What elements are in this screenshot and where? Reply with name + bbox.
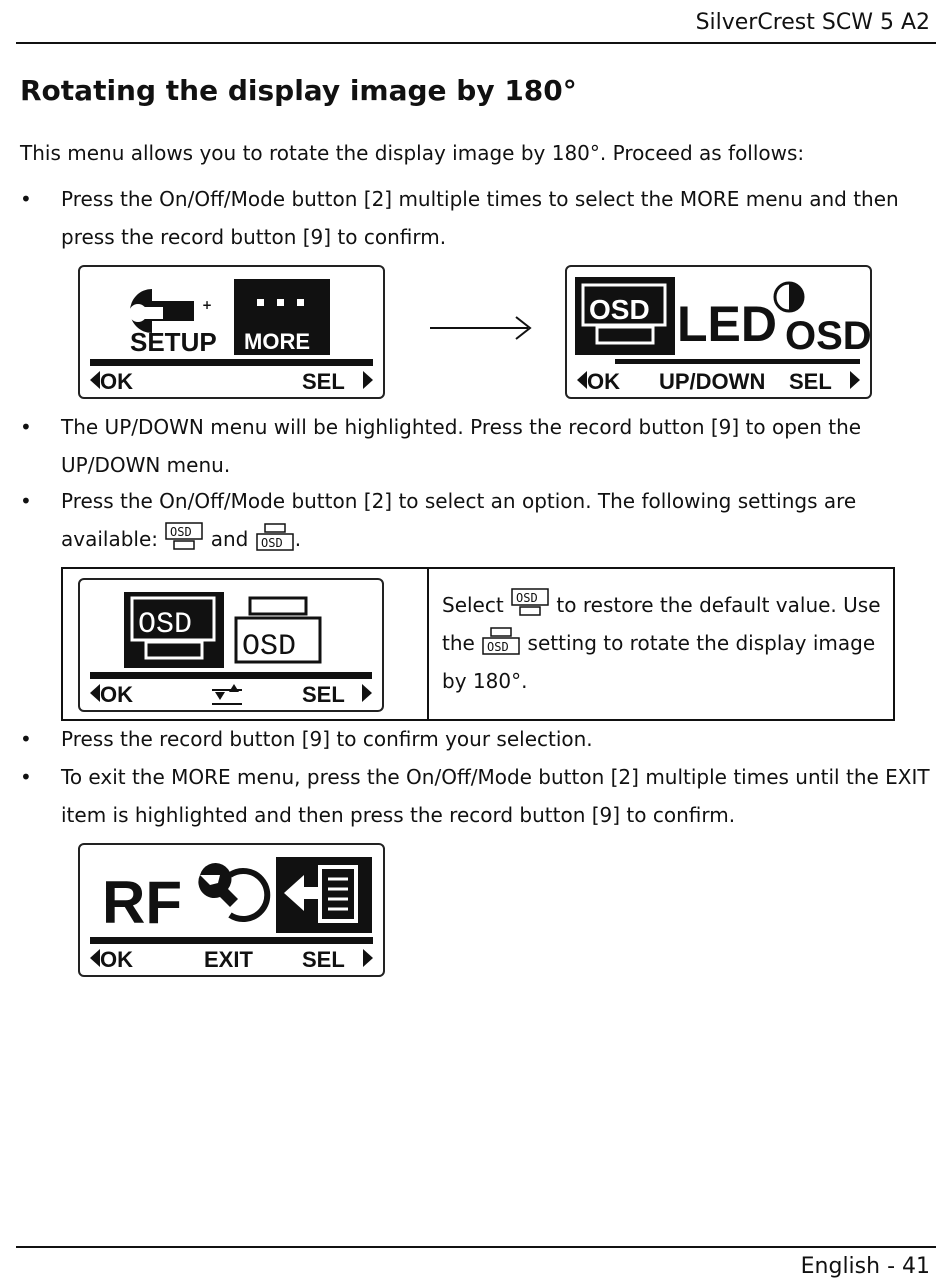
svg-text:OSD: OSD bbox=[242, 630, 296, 664]
svg-text:OSD: OSD bbox=[487, 640, 509, 654]
key-icon: + bbox=[129, 289, 212, 333]
list-item-text-line: Press the On/Off/Mode button [2] to sele… bbox=[61, 489, 857, 513]
exit-label: EXIT bbox=[204, 947, 253, 972]
list-item: • Press the On/Off/Mode button [2] to se… bbox=[20, 482, 920, 562]
rf-label: RF bbox=[102, 869, 182, 936]
table-divider bbox=[427, 569, 429, 719]
osd-default-icon: OSD bbox=[581, 283, 667, 345]
ok-label: OK bbox=[100, 947, 133, 972]
lcd-screen-more-menu: + SETUP MORE OK SEL bbox=[78, 265, 385, 399]
right-arrow-icon bbox=[363, 371, 373, 389]
sel-label: SEL bbox=[302, 369, 345, 394]
more-highlight bbox=[234, 279, 330, 355]
left-arrow-icon bbox=[90, 949, 100, 967]
bullet-dot: • bbox=[20, 727, 32, 751]
setup-label: SETUP bbox=[130, 327, 217, 357]
header-rule bbox=[16, 42, 936, 44]
available-label: available: bbox=[61, 527, 159, 551]
updown-icon bbox=[212, 684, 242, 705]
led-label: LED bbox=[677, 296, 777, 352]
osd-rotated-icon: OSD bbox=[482, 627, 520, 655]
option-highlight bbox=[124, 592, 224, 668]
bullet-dot: • bbox=[20, 765, 32, 789]
updown-label: UP/DOWN bbox=[659, 369, 765, 394]
list-item: • The UP/DOWN menu will be highlighted. … bbox=[20, 408, 920, 484]
footer-rule bbox=[16, 1246, 936, 1248]
osd-default-icon: OSD bbox=[511, 588, 549, 616]
sel-label: SEL bbox=[302, 947, 345, 972]
osd-default-icon: OSD bbox=[130, 596, 216, 660]
section-title: Rotating the display image by 180° bbox=[20, 74, 577, 107]
list-item-text: Press the On/Off/Mode button [2] multipl… bbox=[61, 187, 899, 249]
svg-text:OSD: OSD bbox=[516, 591, 538, 605]
progress-bar bbox=[615, 359, 860, 364]
ok-label: OK bbox=[100, 369, 133, 394]
use-text: the bbox=[442, 631, 475, 655]
list-item: • To exit the MORE menu, press the On/Of… bbox=[20, 758, 930, 834]
right-arrow-icon bbox=[362, 684, 372, 702]
lcd-screen-updown-menu: OSD LED OSD OK UP/DOWN SEL bbox=[565, 265, 872, 399]
page-number: English - 41 bbox=[800, 1254, 930, 1279]
bullet-dot: • bbox=[20, 489, 32, 513]
running-header: SilverCrest SCW 5 A2 bbox=[695, 10, 930, 35]
arrow-right-icon bbox=[430, 316, 532, 340]
list-item-text: The UP/DOWN menu will be highlighted. Pr… bbox=[61, 415, 862, 477]
svg-text:+: + bbox=[202, 298, 212, 312]
contrast-icon bbox=[773, 281, 805, 313]
svg-text:OSD: OSD bbox=[138, 608, 192, 642]
left-arrow-icon bbox=[577, 371, 587, 389]
period: . bbox=[294, 527, 302, 551]
sel-label: SEL bbox=[789, 369, 832, 394]
exit-icon bbox=[284, 865, 358, 923]
lcd-screen-rotate-menu: OSD OSD OK SEL bbox=[78, 578, 384, 712]
bullet-dot: • bbox=[20, 187, 32, 211]
progress-bar bbox=[90, 359, 373, 366]
right-arrow-icon bbox=[850, 371, 860, 389]
osd-rotated-icon: OSD bbox=[255, 523, 294, 551]
svg-text:OSD: OSD bbox=[261, 536, 283, 550]
osd-default-icon: OSD bbox=[165, 522, 204, 550]
ok-label: OK bbox=[587, 369, 620, 394]
more-label: MORE bbox=[244, 329, 310, 354]
left-arrow-icon bbox=[90, 371, 100, 389]
osd-label: OSD bbox=[785, 314, 870, 358]
bullet-dot: • bbox=[20, 415, 32, 439]
use-text-cont: setting to rotate the display image bbox=[527, 631, 876, 655]
more-dots-icon bbox=[257, 299, 304, 306]
select-text-cont: to restore the default value. Use bbox=[556, 593, 881, 617]
svg-text:OSD: OSD bbox=[170, 525, 192, 539]
osd-rotated-icon: OSD bbox=[234, 596, 322, 664]
select-text: Select bbox=[442, 593, 504, 617]
list-item-text: Press the On/Off/Mode button [2] to sele… bbox=[61, 482, 931, 558]
left-arrow-icon bbox=[90, 684, 100, 702]
right-arrow-icon bbox=[363, 949, 373, 967]
ok-label: OK bbox=[100, 682, 133, 707]
svg-text:OSD: OSD bbox=[589, 294, 650, 325]
progress-bar bbox=[90, 937, 373, 944]
sel-label: SEL bbox=[302, 682, 345, 707]
use-text-end: by 180°. bbox=[442, 669, 528, 693]
list-item: • Press the record button [9] to confirm… bbox=[20, 720, 920, 758]
lcd-screen-exit-menu: RF OK EXIT SEL bbox=[78, 843, 385, 977]
settings-table bbox=[61, 567, 895, 721]
list-item: • Press the On/Off/Mode button [2] multi… bbox=[20, 180, 920, 256]
progress-bar bbox=[90, 672, 372, 679]
intro-paragraph: This menu allows you to rotate the displ… bbox=[20, 141, 805, 165]
list-item-text: To exit the MORE menu, press the On/Off/… bbox=[61, 765, 930, 827]
table-description: Select OSD to restore the default value.… bbox=[442, 586, 882, 700]
wrench-icon bbox=[198, 863, 271, 922]
list-item-text: Press the record button [9] to confirm y… bbox=[61, 727, 593, 751]
and-label: and bbox=[210, 527, 249, 551]
